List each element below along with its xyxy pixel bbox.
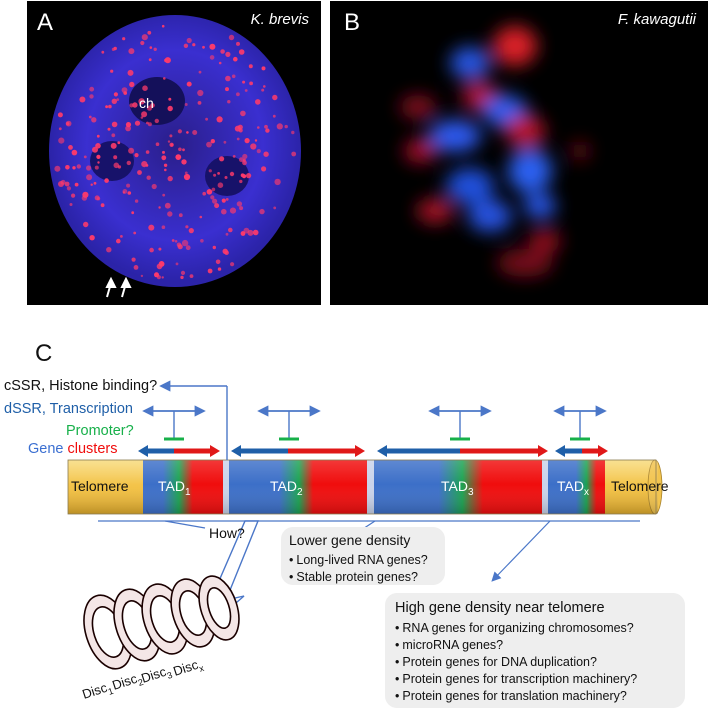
legend-gene: Gene (28, 441, 64, 457)
tad-3-label: TAD3 (441, 478, 474, 498)
lower-density-box: Lower gene density Long-lived RNA genes?… (281, 527, 445, 585)
tad-labels: TAD1 TAD2 TAD3 TADx (158, 478, 589, 498)
coiled-chromosome-illustration (83, 575, 240, 670)
how-label: How? (209, 525, 245, 541)
disc-x-label: Discx (171, 655, 205, 681)
chromosome-bar (67, 459, 663, 515)
disc-3-label: Disc3 (139, 662, 173, 688)
panel-b-species: F. kawagutii (617, 11, 696, 28)
list-item: microRNA genes? (395, 637, 675, 654)
list-item: Protein genes for translation machinery? (395, 688, 675, 705)
tad-1-label: TAD1 (158, 478, 191, 498)
list-item: Protein genes for DNA duplication? (395, 654, 675, 671)
panel-a-species: K. brevis (250, 11, 309, 28)
list-item: Stable protein genes? (289, 569, 437, 586)
legend-gene-clusters: Gene clusters (28, 441, 117, 457)
telomere-left-label: Telomere (71, 478, 129, 494)
promoter-symbols (142, 405, 607, 441)
gene-cluster-arrows (138, 445, 608, 457)
cssr-pointer (159, 380, 228, 460)
legend-promoter: Promoter? (66, 423, 134, 439)
panel-a-label: A (37, 9, 54, 36)
high-density-box: High gene density near telomere RNA gene… (385, 593, 685, 708)
chromosome-image-b (400, 26, 590, 277)
disc-1-label: Disc1 (80, 678, 114, 704)
telomere-right-label: Telomere (611, 478, 669, 494)
list-item: Long-lived RNA genes? (289, 552, 437, 569)
tad-x-label: TADx (557, 478, 589, 498)
panel-b-micrograph: B F. kawagutii (330, 1, 708, 305)
panel-b-label: B (344, 9, 361, 36)
high-density-title: High gene density near telomere (395, 600, 605, 616)
lower-density-title: Lower gene density (289, 532, 411, 548)
legend-cssr: cSSR, Histone binding? (4, 378, 158, 394)
chromosome-image-a (49, 15, 301, 298)
list-item: RNA genes for organizing chromosomes? (395, 620, 675, 637)
high-density-list: RNA genes for organizing chromosomes? mi… (395, 620, 675, 705)
list-item: Protein genes for transcription machiner… (395, 671, 675, 688)
chloroplast-label: ch (139, 95, 154, 111)
panel-c-label: C (35, 340, 53, 367)
tad-2-label: TAD2 (270, 478, 303, 498)
lower-density-list: Long-lived RNA genes? Stable protein gen… (289, 552, 437, 586)
legend-dssr: dSSR, Transcription (4, 401, 133, 417)
disc-labels: Disc1 Disc2 Disc3 Discx (80, 655, 205, 704)
legend-clusters: clusters (67, 441, 118, 457)
panel-a-micrograph: A K. brevis ch (27, 1, 321, 305)
